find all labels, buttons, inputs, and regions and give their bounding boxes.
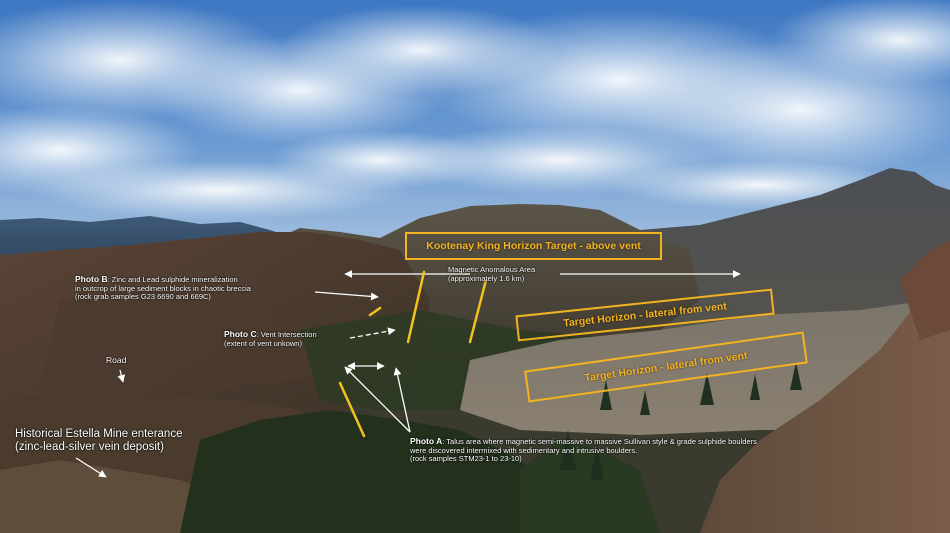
photo-c-line2: (extent of vent unkown) [224, 338, 302, 348]
photo-c-line1: : Vent Intersection [256, 330, 317, 339]
clouds [0, 0, 950, 220]
photo-a-line2: were discovered intermixed with sediment… [410, 445, 638, 455]
estella-mine-line1: Historical Estella Mine enterance [15, 428, 183, 440]
magnetic-area-sub: (approximately 1.6 km) [448, 273, 525, 283]
kootenay-king-target-box: Kootenay King Horizon Target - above ven… [405, 232, 662, 260]
photo-a-line1: : Talus area where magnetic semi-massive… [442, 437, 757, 446]
photo-b-line3: (rock grab samples G23 6690 and 669C) [75, 292, 211, 302]
photo-b-line1: : Zinc and Lead sulphide mineralization [107, 275, 238, 284]
estella-mine-caption: Historical Estella Mine enterance (zinc-… [15, 428, 182, 454]
estella-mine-line2: (zinc-lead-silver vein deposit) [15, 441, 164, 454]
yellow-markers [338, 270, 488, 438]
magnetic-area-label: Magnetic Anomalous Area (approximately 1… [448, 265, 536, 283]
photo-b-line2: in outcrop of large sediment blocks in c… [75, 283, 251, 293]
photo-a-tag: Photo A [410, 436, 443, 446]
annotation-arrows [75, 270, 741, 478]
photo-c-caption: Photo C: Vent Intersection (extent of ve… [224, 329, 317, 348]
photo-a-line3: (rock samples STM23-1 to 23-10) [410, 454, 522, 464]
photo-b-tag: Photo B [75, 274, 108, 284]
magnetic-area-title: Magnetic Anomalous Area [448, 265, 536, 274]
photo-b-caption: Photo B: Zinc and Lead sulphide minerali… [75, 274, 251, 302]
photo-c-tag: Photo C [224, 329, 257, 339]
photo-a-caption: Photo A: Talus area where magnetic semi-… [410, 436, 757, 464]
road-label: Road [106, 355, 127, 365]
kootenay-king-target-label: Kootenay King Horizon Target - above ven… [426, 240, 641, 252]
